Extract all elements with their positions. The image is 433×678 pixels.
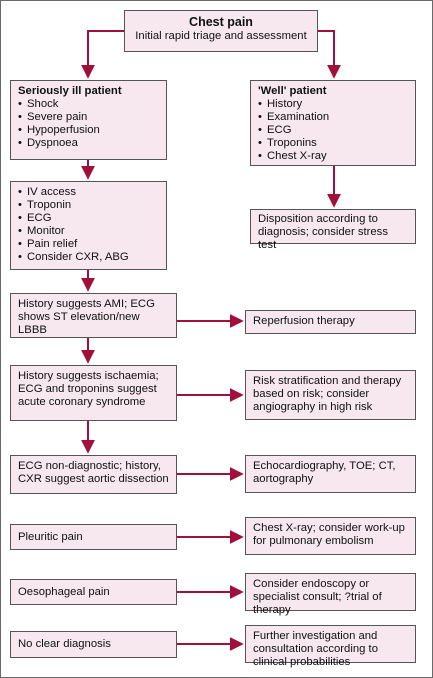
list-item: Hypoperfusion [18, 124, 159, 137]
list-item: Pain relief [18, 238, 159, 251]
action-text: Echocardiography, TOE; CT, aortography [253, 460, 396, 485]
root-title: Chest pain [189, 15, 253, 29]
list-item: Chest X-ray [258, 150, 408, 163]
list-item: Shock [18, 98, 159, 111]
action-box-risk-stratification: Risk stratification and therapy based on… [245, 370, 416, 420]
condition-text: Oesophageal pain [18, 586, 110, 598]
condition-box-acs: History suggests ischaemia; ECG and trop… [10, 365, 177, 421]
well-patient-list: History Examination ECG Troponins Chest … [258, 98, 408, 163]
condition-box-ami: History suggests AMI; ECG shows ST eleva… [10, 293, 177, 338]
condition-box-pleuritic: Pleuritic pain [10, 524, 177, 550]
condition-text: Pleuritic pain [18, 531, 83, 543]
condition-text: History suggests AMI; ECG shows ST eleva… [18, 298, 155, 336]
list-item: Troponin [18, 199, 159, 212]
action-box-echocardiography: Echocardiography, TOE; CT, aortography [245, 455, 416, 493]
condition-box-aortic-dissection: ECG non-diagnostic; history, CXR suggest… [10, 455, 177, 494]
action-box-endoscopy: Consider endoscopy or specialist consult… [245, 573, 416, 616]
condition-text: History suggests ischaemia; ECG and trop… [18, 370, 159, 408]
action-text: Risk stratification and therapy based on… [253, 375, 402, 413]
list-item: History [258, 98, 408, 111]
well-disposition-box: Disposition according to diagnosis; cons… [250, 209, 416, 251]
condition-box-oesophageal: Oesophageal pain [10, 579, 177, 605]
well-disposition-text: Disposition according to diagnosis; cons… [258, 213, 388, 251]
arrow-root-to-well [318, 30, 341, 79]
list-item: Consider CXR, ABG [18, 251, 159, 264]
list-item: Monitor [18, 225, 159, 238]
list-item: Severe pain [18, 111, 159, 124]
root-subtitle: Initial rapid triage and assessment [135, 30, 307, 42]
root-box: Chest pain Initial rapid triage and asse… [124, 10, 318, 52]
action-box-reperfusion: Reperfusion therapy [245, 310, 416, 334]
list-item: Examination [258, 111, 408, 124]
list-item: ECG [258, 124, 408, 137]
initial-management-box: IV access Troponin ECG Monitor Pain reli… [10, 181, 167, 270]
action-text: Reperfusion therapy [253, 315, 355, 327]
seriously-ill-box: Seriously ill patient Shock Severe pain … [10, 80, 167, 160]
list-item: IV access [18, 186, 159, 199]
well-patient-box: 'Well' patient History Examination ECG T… [250, 80, 416, 166]
condition-text: ECG non-diagnostic; history, CXR suggest… [18, 460, 169, 485]
action-text: Consider endoscopy or specialist consult… [253, 578, 382, 616]
action-text: Chest X-ray; consider work-up for pulmon… [253, 522, 405, 547]
condition-box-no-diagnosis: No clear diagnosis [10, 631, 177, 658]
arrow-root-to-seriously-ill [81, 30, 124, 79]
initial-management-list: IV access Troponin ECG Monitor Pain reli… [18, 186, 159, 264]
well-patient-title: 'Well' patient [258, 85, 327, 97]
seriously-ill-list: Shock Severe pain Hypoperfusion Dyspnoea [18, 98, 159, 150]
action-box-further-investigation: Further investigation and consultation a… [245, 625, 416, 668]
list-item: Dyspnoea [18, 137, 159, 150]
condition-text: No clear diagnosis [18, 638, 111, 650]
list-item: Troponins [258, 137, 408, 150]
list-item: ECG [18, 212, 159, 225]
action-box-chest-xray: Chest X-ray; consider work-up for pulmon… [245, 517, 416, 555]
action-text: Further investigation and consultation a… [253, 630, 378, 668]
seriously-ill-title: Seriously ill patient [18, 85, 122, 97]
